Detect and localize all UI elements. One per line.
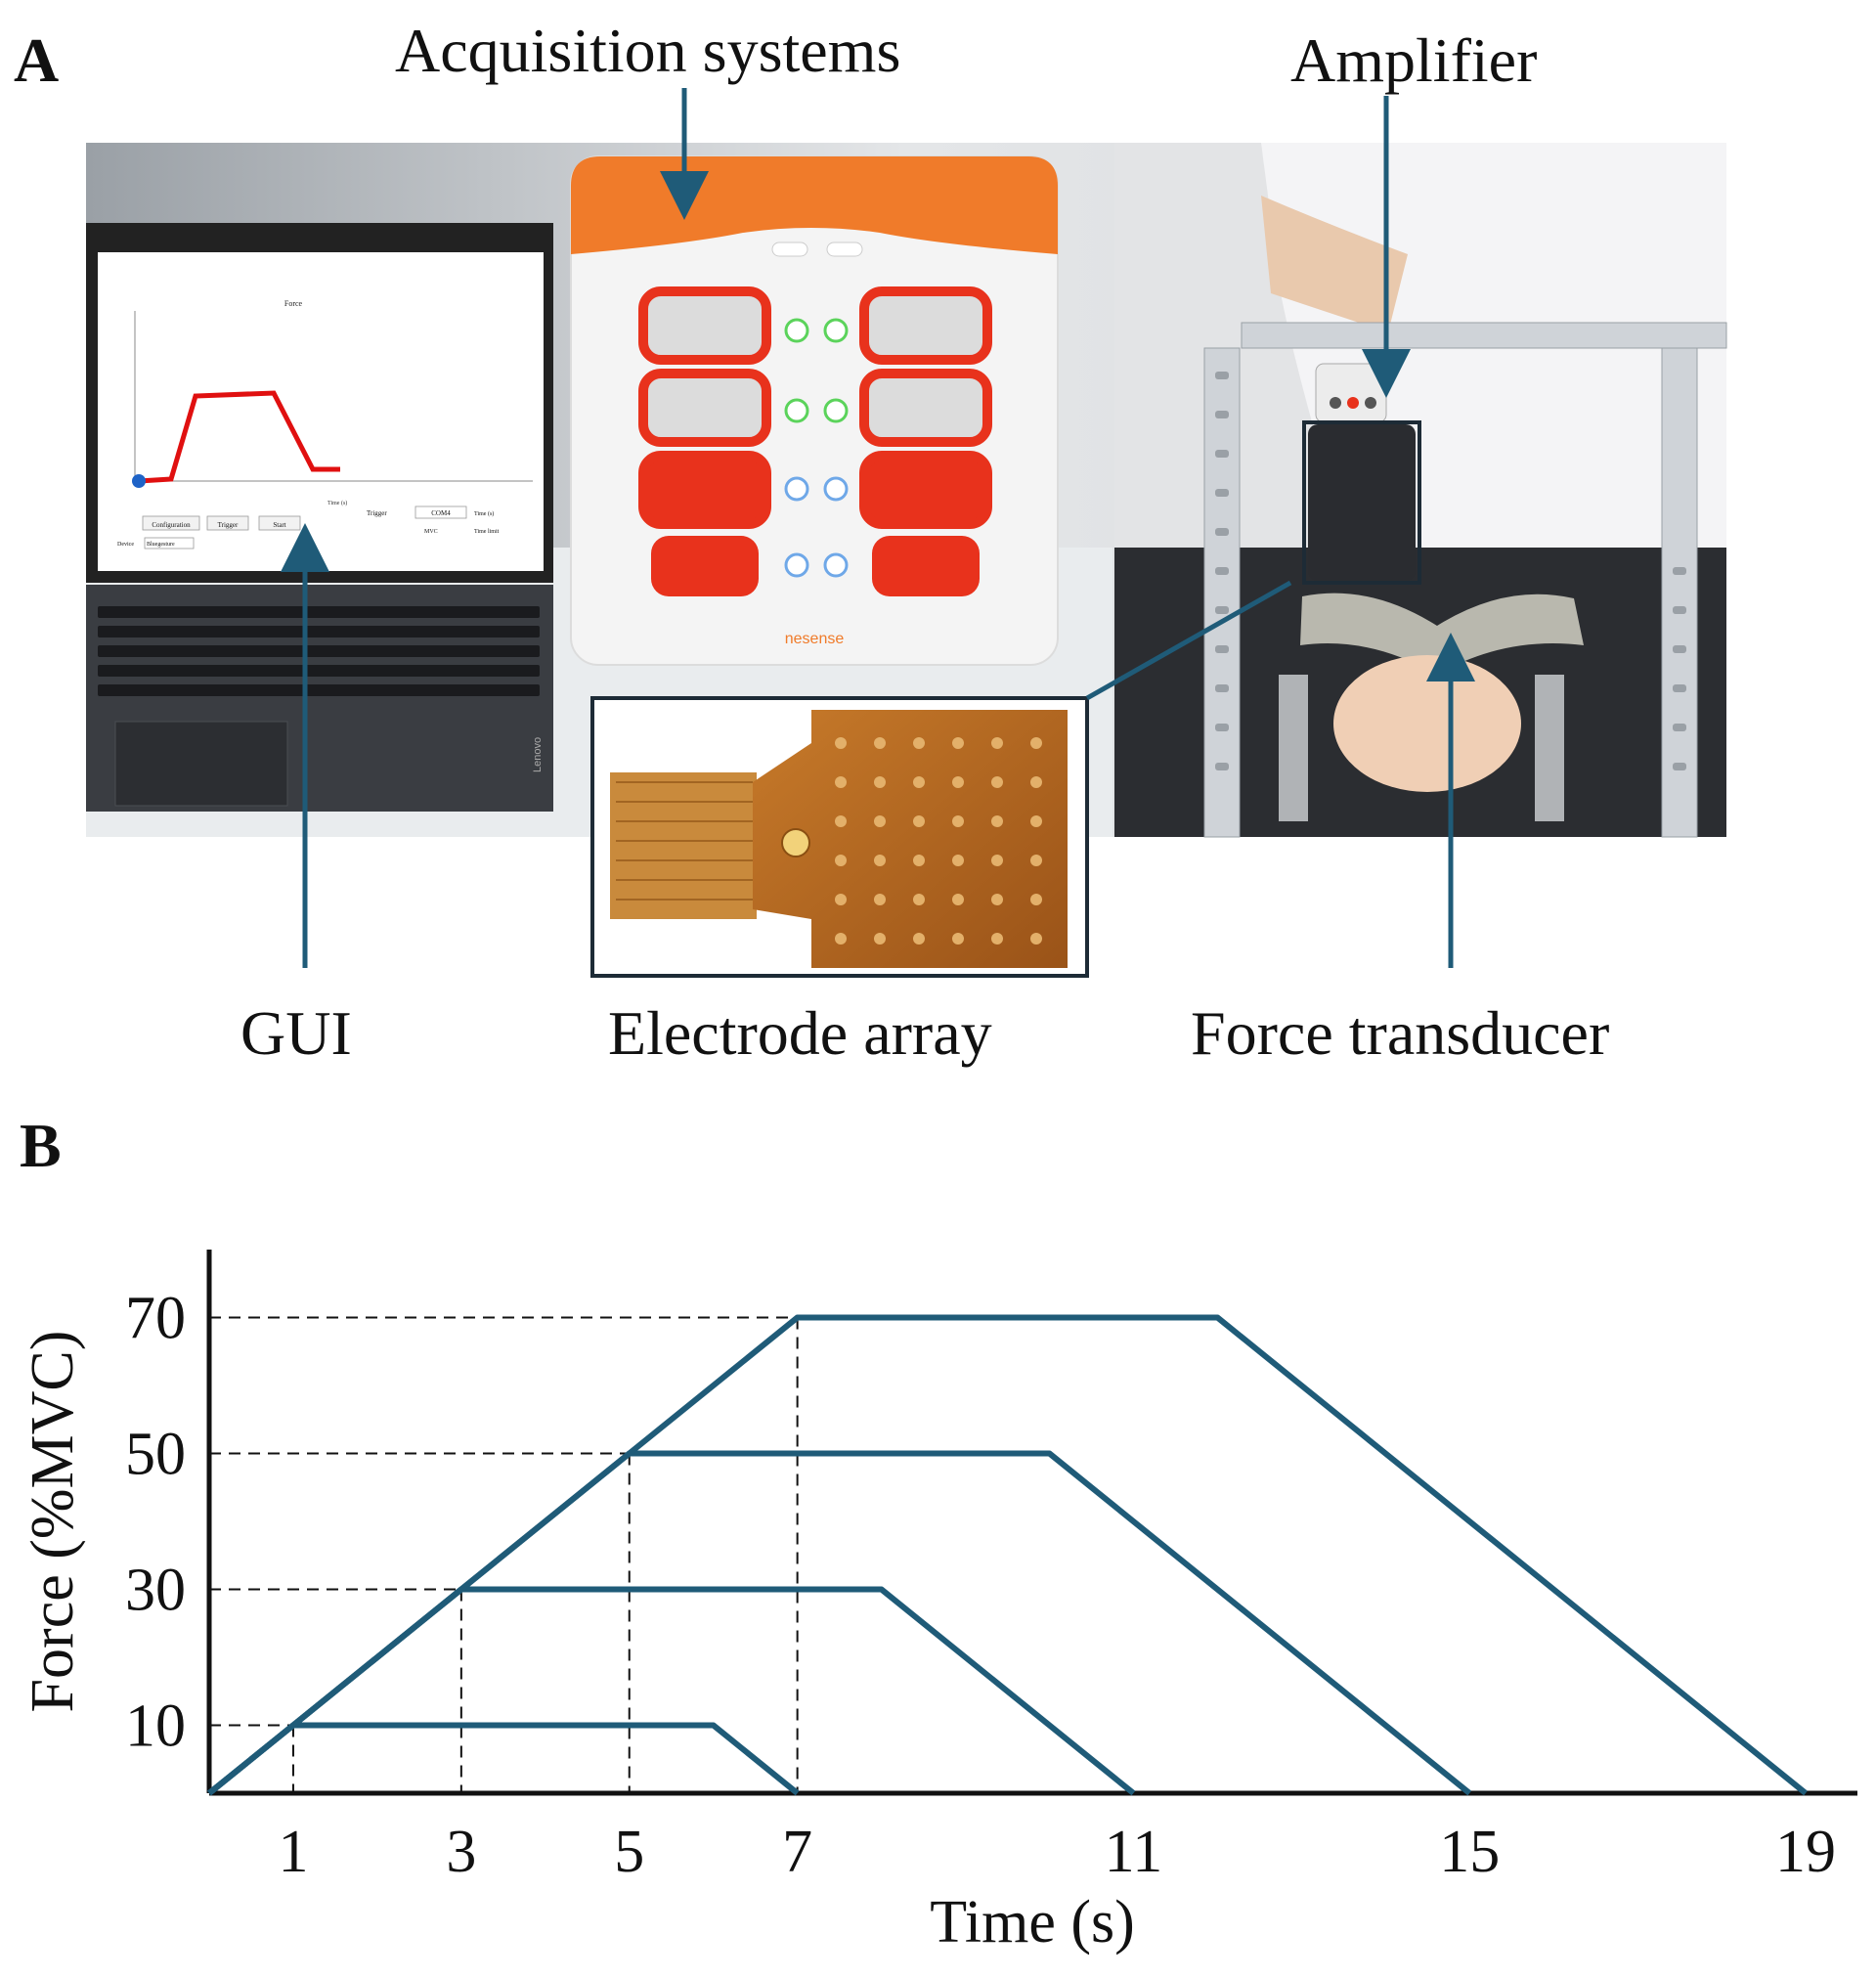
transducer-spring-right [1535,675,1564,821]
y-tick-label: 10 [125,1693,186,1760]
device-status-leds [784,318,849,578]
laptop-trackpad [114,721,288,807]
gui-time-label: Time (s) [474,510,494,517]
x-tick-labels: 1 3 5 7 11 15 19 [278,1819,1836,1885]
electrode-array-label: Electrode array [608,998,992,1068]
gui-force-curve [138,390,340,484]
device-brand: nesense [785,631,845,647]
gui-start-label: Start [273,521,285,529]
laptop-keyboard [98,606,540,696]
y-tick-label: 30 [125,1558,186,1624]
experiment-setup-photo: Force Time (s) Configuration Trigger Sta… [86,88,1727,978]
gui-trigger-text: Trigger [367,509,387,517]
laptop: Force Time (s) Configuration Trigger Sta… [86,223,553,812]
gui-mvc-label: MVC [424,529,438,535]
force-transducer-rig [1114,143,1727,838]
acquisition-systems-label: Acquisition systems [395,16,901,85]
x-tick-label: 11 [1105,1819,1163,1885]
amplifier-unit [1315,363,1387,423]
gui-configuration-button [142,515,200,531]
y-axis-label: Force (%MVC) [20,1331,86,1713]
series-line-2 [207,1586,1136,1796]
electrode-array-inset [590,696,1089,978]
acquisition-device: nesense [570,155,1059,666]
x-tick-label: 19 [1775,1819,1836,1885]
series-line-1 [207,1722,800,1796]
reference-lines [209,1316,799,1793]
y-tick-label: 50 [125,1422,186,1488]
device-slots [638,286,992,596]
subject-fist [1333,655,1521,792]
electrode-highlight-box [1302,420,1421,585]
gui-screen: Force Time (s) Configuration Trigger Sta… [117,299,533,549]
series-line-3 [207,1450,1472,1796]
electrode-connector-tail [610,772,757,919]
electrode-contacts [835,737,1042,945]
x-tick-label: 5 [614,1819,644,1885]
y-tick-labels: 10 30 50 70 [125,1286,186,1760]
gui-configuration-label: Configuration [152,521,191,529]
gui-label: GUI [240,998,352,1068]
gui-trigger-label: Trigger [218,521,239,529]
panel-b-letter: B [20,1111,62,1180]
x-tick-label: 15 [1439,1819,1500,1885]
electrode-connector-line [1085,580,1292,701]
force-transducer-label: Force transducer [1191,998,1610,1068]
electrode-on-arm [1308,424,1416,581]
gui-chart-title: Force [284,299,303,308]
x-tick-label: 1 [278,1819,308,1885]
amplifier-label: Amplifier [1290,25,1538,95]
series-line-4 [207,1314,1808,1796]
gui-trigger-button [206,515,249,531]
force-profile-chart: 1 3 5 7 11 15 19 10 30 50 70 Time (s) Force (%MVC… [20,1250,1857,1956]
gui-device-value: Bluegesture [147,542,175,548]
gui-com-port: COM4 [431,509,451,517]
frame-top-bar [1241,322,1727,349]
gui-time-limit-label: Time limit [474,529,500,535]
series-lines [207,1314,1808,1796]
y-tick-label: 70 [125,1286,186,1352]
electrode-flex-pad [753,710,1068,968]
laptop-brand: Lenovo [532,737,544,772]
gui-device-label: Device [117,542,134,548]
panel-a-letter: A [14,25,60,95]
x-tick-label: 7 [782,1819,812,1885]
transducer-spring-left [1279,675,1308,821]
x-axis-label: Time (s) [930,1889,1135,1956]
x-tick-label: 3 [446,1819,476,1885]
frame-right-post [1661,347,1698,838]
gui-x-axis-label: Time (s) [327,500,347,506]
frame-left-post [1203,347,1241,838]
gui-cursor-dot [132,474,146,488]
person-arm [1261,196,1408,332]
